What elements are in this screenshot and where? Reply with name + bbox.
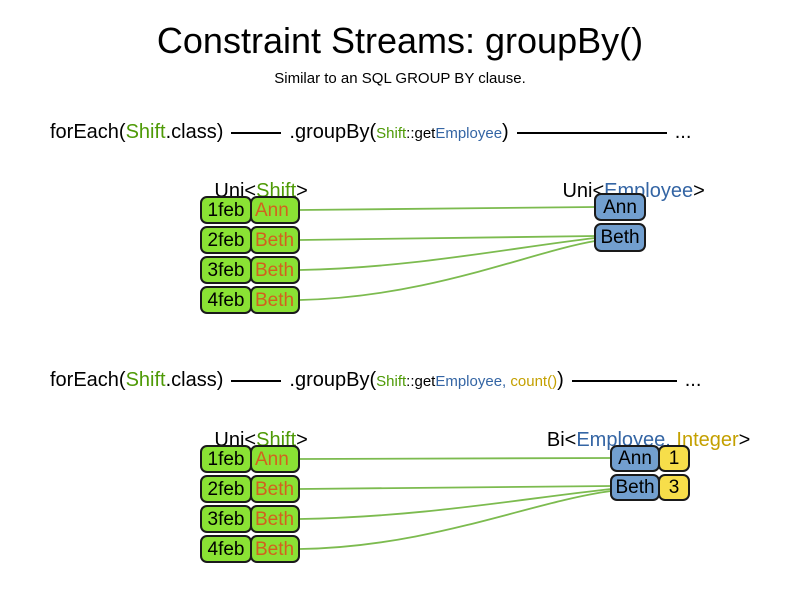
code-line-2: forEach(Shift.class) .groupBy(Shift::get… — [50, 369, 701, 392]
link-s2-row2-beth — [299, 485, 612, 490]
link-s1-row2-beth — [299, 235, 596, 241]
shift-date-cell: 1feb — [200, 445, 252, 473]
code-token-shift-class: Shift — [125, 369, 166, 391]
code-token-close-paren: ) — [502, 121, 509, 143]
shift-date-cell: 4feb — [200, 286, 252, 314]
label-part: Uni< — [562, 180, 605, 202]
group-box-ann: Ann — [610, 445, 660, 472]
shift-date-cell: 4feb — [200, 535, 252, 563]
shift-employee-cell: Beth — [250, 256, 300, 284]
label-part: > — [296, 429, 308, 451]
stream-connector-green — [231, 379, 282, 382]
link-s1-row4-beth — [299, 240, 596, 301]
code-token-foreach: forEach( — [50, 369, 126, 391]
stream-connector-purple — [571, 379, 677, 382]
stream-connector-blue — [516, 131, 667, 134]
shift-employee-cell: Beth — [250, 286, 300, 314]
code-token-ellipsis: ... — [674, 121, 692, 143]
code-line-1: forEach(Shift.class) .groupBy(Shift::get… — [50, 121, 691, 144]
code-token-groupby: .groupBy( — [289, 121, 377, 143]
link-s1-row3-beth — [299, 237, 596, 271]
code-token-arg-employee: Employee, — [435, 373, 507, 390]
slide-title: Constraint Streams: groupBy() — [156, 20, 644, 61]
shift-employee-cell: Beth — [250, 535, 300, 563]
code-token-arg-shift: Shift — [376, 373, 407, 390]
code-token-groupby: .groupBy( — [289, 369, 377, 391]
link-s2-row4-beth — [299, 490, 612, 550]
code-token-ellipsis: ... — [684, 369, 702, 391]
code-token-class: .class) — [165, 121, 224, 143]
shift-employee-cell: Beth — [250, 475, 300, 503]
shift-employee-cell: Ann — [250, 196, 300, 224]
code-token-class: .class) — [165, 369, 224, 391]
shift-employee-cell: Beth — [250, 226, 300, 254]
label-part: > — [693, 180, 705, 202]
shift-date-cell: 3feb — [200, 256, 252, 284]
group-box-ann: Ann — [594, 193, 646, 221]
shift-date-cell: 2feb — [200, 226, 252, 254]
code-token-arg-shift: Shift — [376, 125, 407, 142]
code-token-arg-get: ::get — [406, 373, 436, 390]
stream-connector-green — [231, 131, 282, 134]
count-box-beth: 3 — [658, 474, 690, 501]
shift-date-cell: 1feb — [200, 196, 252, 224]
group-box-beth: Beth — [594, 223, 646, 252]
shift-employee-cell: Beth — [250, 505, 300, 533]
shift-date-cell: 2feb — [200, 475, 252, 503]
link-s2-row3-beth — [299, 488, 612, 520]
code-token-arg-count: count() — [506, 373, 558, 390]
code-token-arg-get: ::get — [406, 125, 436, 142]
label-part: > — [738, 429, 751, 451]
count-box-ann: 1 — [658, 445, 690, 472]
shift-employee-cell: Ann — [250, 445, 300, 473]
code-token-close-paren: ) — [557, 369, 564, 391]
label-part-type: Integer — [670, 429, 739, 451]
group-box-beth: Beth — [610, 474, 660, 501]
code-token-arg-employee: Employee — [435, 125, 503, 142]
shift-date-cell: 3feb — [200, 505, 252, 533]
code-token-foreach: forEach( — [50, 121, 126, 143]
label-part: > — [296, 180, 308, 202]
slide-subtitle: Similar to an SQL GROUP BY clause. — [274, 70, 526, 87]
label-part: Bi< — [546, 429, 577, 451]
code-token-shift-class: Shift — [125, 121, 166, 143]
